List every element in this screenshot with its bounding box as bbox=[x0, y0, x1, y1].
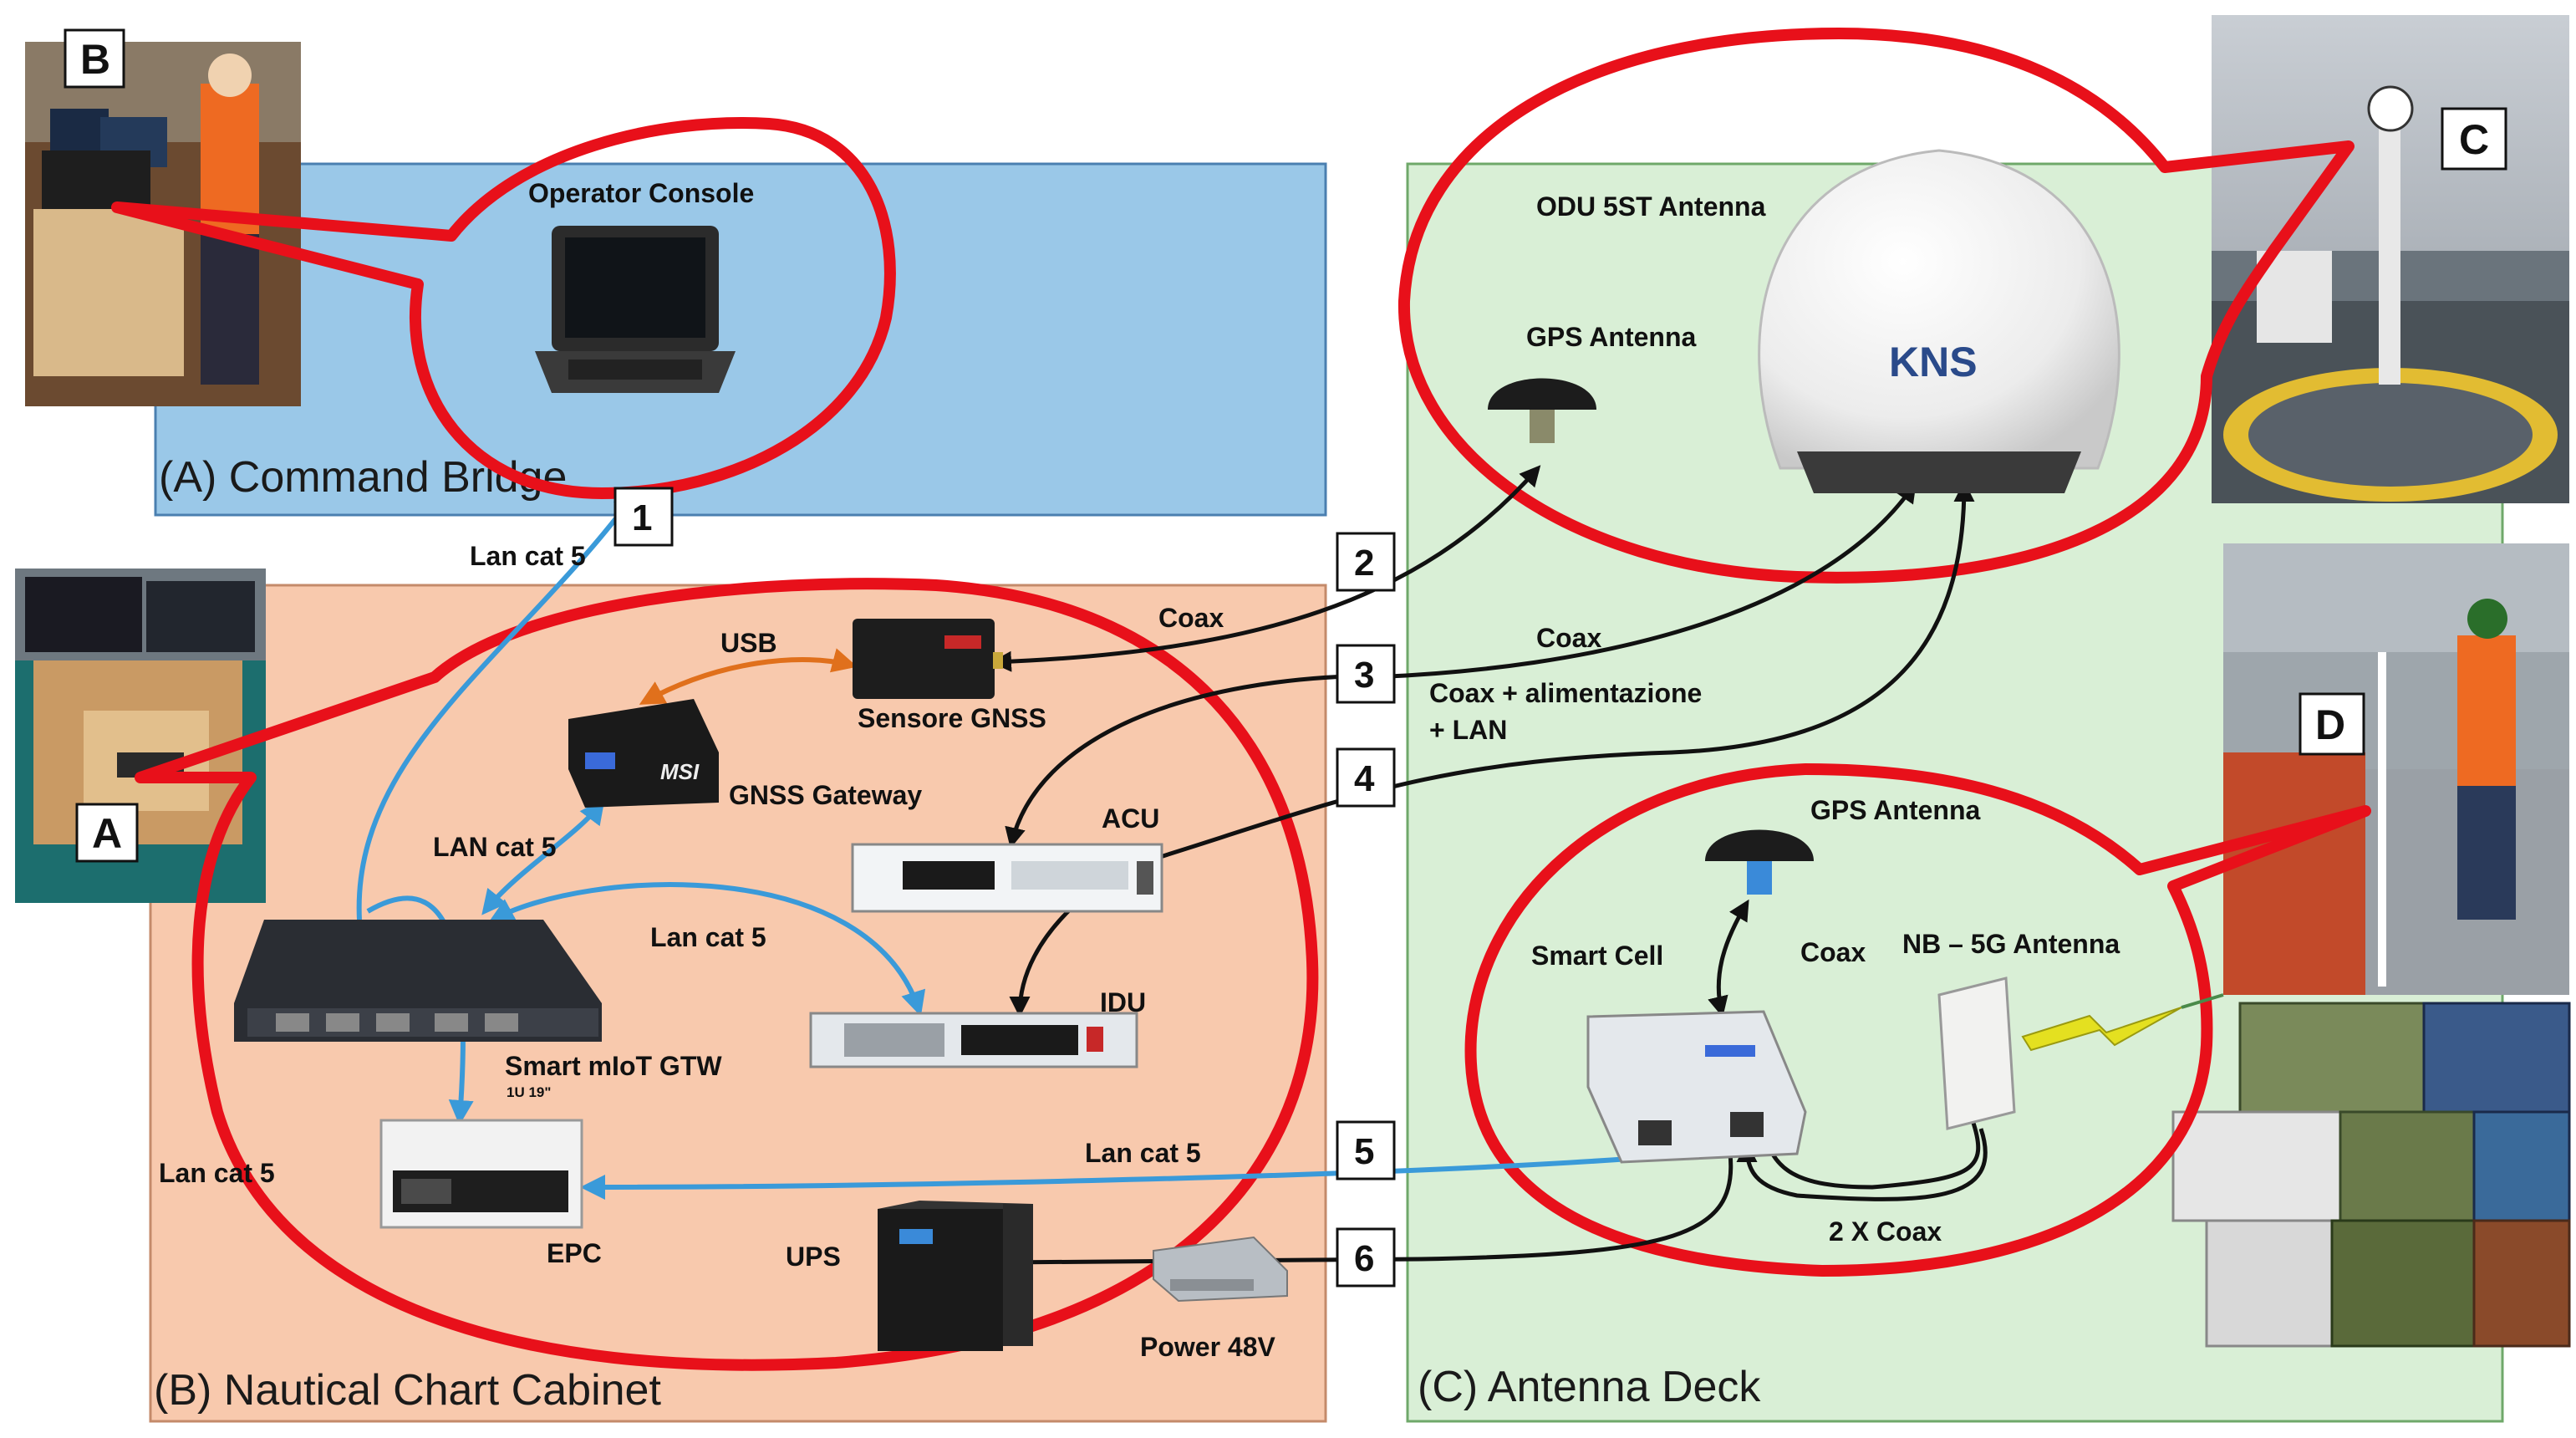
gnss-gateway-label: GNSS Gateway bbox=[729, 780, 922, 810]
link-usb bbox=[639, 648, 858, 705]
marker-1: 1 bbox=[613, 487, 674, 547]
sensore-gnss-label: Sensore GNSS bbox=[858, 703, 1046, 733]
operator-console-label: Operator Console bbox=[528, 178, 754, 208]
label-coax-alim-2: + LAN bbox=[1429, 715, 1507, 745]
label-coax-odu: Coax bbox=[1536, 623, 1601, 653]
label-usb: USB bbox=[720, 628, 777, 658]
marker-5: 5 bbox=[1336, 1120, 1396, 1180]
link-gps-smartcell bbox=[1708, 899, 1749, 1017]
photo-label-b-box bbox=[64, 28, 125, 89]
photo-label-b: B bbox=[80, 36, 110, 83]
power-48v-label: Power 48V bbox=[1140, 1332, 1276, 1362]
epc-label: EPC bbox=[547, 1238, 602, 1268]
gps-antenna-top-icon bbox=[1488, 378, 1596, 443]
photo-label-d: D bbox=[2315, 701, 2345, 748]
acu-device bbox=[851, 843, 1163, 913]
photo-label-a-box bbox=[75, 803, 139, 863]
link-lan-gateway bbox=[481, 798, 605, 915]
photo-cabinet bbox=[15, 569, 266, 903]
power-supply-device bbox=[1153, 1236, 1288, 1303]
sensore-gnss-device bbox=[853, 619, 1003, 699]
svg-text:2: 2 bbox=[1354, 543, 1374, 584]
photo-label-d-box bbox=[2299, 692, 2365, 756]
epc-device bbox=[379, 1119, 583, 1229]
cabinet-title: (B) Nautical Chart Cabinet bbox=[154, 1366, 661, 1415]
gps-antenna-bottom-icon bbox=[1705, 829, 1814, 895]
ups-device bbox=[878, 1201, 1033, 1351]
label-lan-cat5-gateway: LAN cat 5 bbox=[433, 832, 557, 862]
gps-antenna-top-label: GPS Antenna bbox=[1526, 322, 1696, 352]
idu-device bbox=[809, 1012, 1138, 1068]
callout-ring-console bbox=[111, 117, 896, 499]
label-lan-cat5-left: Lan cat 5 bbox=[159, 1158, 275, 1188]
smart-gtw-sub-label: 1U 19" bbox=[507, 1084, 551, 1100]
photo-label-c: C bbox=[2459, 116, 2489, 163]
smart-gtw-device bbox=[234, 920, 602, 1042]
label-coax-alim-1: Coax + alimentazione bbox=[1429, 678, 1702, 708]
link-coax-power-lan bbox=[1119, 481, 1975, 872]
photo-label-c-box bbox=[2441, 107, 2507, 171]
svg-text:1: 1 bbox=[632, 497, 652, 538]
label-coax-gps: Coax bbox=[1158, 603, 1224, 633]
svg-text:6: 6 bbox=[1354, 1238, 1374, 1279]
ups-label: UPS bbox=[786, 1242, 841, 1272]
smart-cell-label: Smart Cell bbox=[1531, 941, 1663, 971]
link-power-ups bbox=[999, 1153, 1733, 1273]
label-2x-coax: 2 X Coax bbox=[1829, 1216, 1942, 1247]
gnss-gateway-device: MSI bbox=[568, 699, 719, 808]
command-bridge-title: (A) Command Bridge bbox=[159, 453, 567, 502]
acu-label: ACU bbox=[1102, 803, 1159, 834]
label-lan-cat5-console: Lan cat 5 bbox=[470, 541, 586, 571]
photo-deck bbox=[2223, 543, 2569, 995]
link-2x-coax-b bbox=[1736, 1128, 1988, 1201]
nb5g-antenna-panel bbox=[1937, 977, 2016, 1130]
photo-label-a: A bbox=[92, 810, 122, 857]
svg-text:3: 3 bbox=[1354, 655, 1374, 696]
label-lan-cat5-idu: Lan cat 5 bbox=[650, 922, 766, 952]
odu-antenna-label: ODU 5ST Antenna bbox=[1536, 191, 1766, 222]
marker-2: 2 bbox=[1336, 532, 1396, 592]
link-coax-acu bbox=[1005, 673, 1380, 849]
svg-text:4: 4 bbox=[1354, 758, 1375, 799]
svg-text:5: 5 bbox=[1354, 1131, 1374, 1172]
link-2x-coax-a bbox=[1756, 1119, 1981, 1190]
photo-mast bbox=[2212, 15, 2569, 503]
idu-label: IDU bbox=[1100, 987, 1146, 1017]
callout-ring-smartcell bbox=[1464, 763, 2371, 1277]
smart-gtw-label: Smart mIoT GTW bbox=[505, 1051, 722, 1081]
link-lan-console bbox=[356, 489, 639, 920]
msi-logo: MSI bbox=[660, 759, 700, 784]
containers-illustration bbox=[2171, 1002, 2571, 1348]
link-lan-epc-smartcell bbox=[580, 1156, 1631, 1200]
callout-ring-odu bbox=[1397, 28, 2355, 584]
link-coax-odu bbox=[1370, 481, 1917, 680]
gps-antenna-bottom-label: GPS Antenna bbox=[1810, 795, 1980, 825]
link-lan-idu bbox=[488, 882, 926, 1017]
smart-cell-device bbox=[1586, 1010, 1807, 1164]
label-coax-smartcell: Coax bbox=[1800, 937, 1866, 967]
marker-6: 6 bbox=[1336, 1227, 1396, 1288]
marker-3: 3 bbox=[1336, 644, 1396, 704]
operator-laptop-icon bbox=[535, 226, 736, 393]
marker-4: 4 bbox=[1336, 747, 1396, 808]
wireless-bolt-icon bbox=[2021, 1007, 2182, 1052]
wireless-link-line bbox=[2181, 993, 2224, 1009]
link-coax-gps bbox=[990, 465, 1541, 672]
callout-ring-cabinet bbox=[135, 578, 1319, 1371]
kns-logo: KNS bbox=[1889, 339, 1978, 385]
nb5g-antenna-label: NB – 5G Antenna bbox=[1902, 929, 2120, 959]
odu-dome-antenna: KNS bbox=[1758, 149, 2120, 493]
label-lan-cat5-epc: Lan cat 5 bbox=[1085, 1138, 1201, 1168]
antenna-deck-title: (C) Antenna Deck bbox=[1418, 1363, 1761, 1411]
